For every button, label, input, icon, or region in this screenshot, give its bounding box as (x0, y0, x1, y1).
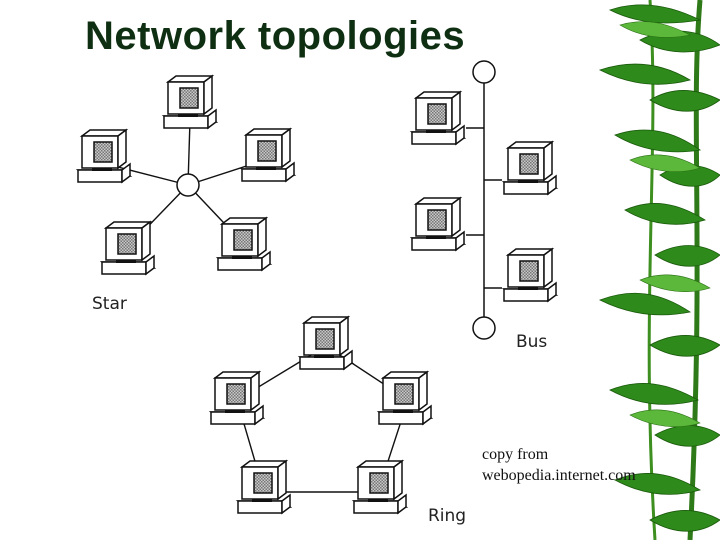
bus-terminator-bottom (472, 316, 496, 340)
bamboo-decoration (598, 0, 720, 540)
ring-label: Ring (428, 506, 467, 526)
ring-computer-1 (299, 316, 353, 370)
credit-line-2: webopedia.internet.com (482, 467, 636, 484)
bus-label: Bus (516, 332, 548, 352)
star-computer-2 (77, 129, 131, 183)
bus-diagram (411, 60, 557, 340)
bus-terminator-top (472, 60, 496, 84)
ring-computer-4 (237, 460, 291, 514)
credit-line-1: copy from (482, 446, 549, 463)
star-computer-5 (217, 217, 271, 271)
bus-computer-4 (503, 248, 557, 302)
star-label: Star (92, 294, 127, 314)
bus-taps (466, 127, 502, 289)
ring-computer-3 (378, 371, 432, 425)
bus-computer-3 (411, 197, 465, 251)
bus-computer-2 (503, 141, 557, 195)
ring-computer-5 (353, 460, 407, 514)
star-computer-3 (241, 128, 295, 182)
star-computer-1 (163, 75, 217, 129)
star-computer-4 (101, 221, 155, 275)
ring-diagram (210, 316, 432, 514)
bus-computer-1 (411, 91, 465, 145)
star-diagram (77, 75, 295, 275)
ring-computer-2 (210, 371, 264, 425)
slide-title: Network topologies (85, 14, 466, 58)
source-credit: copy from webopedia.internet.com (482, 444, 636, 486)
star-hub (176, 173, 200, 197)
